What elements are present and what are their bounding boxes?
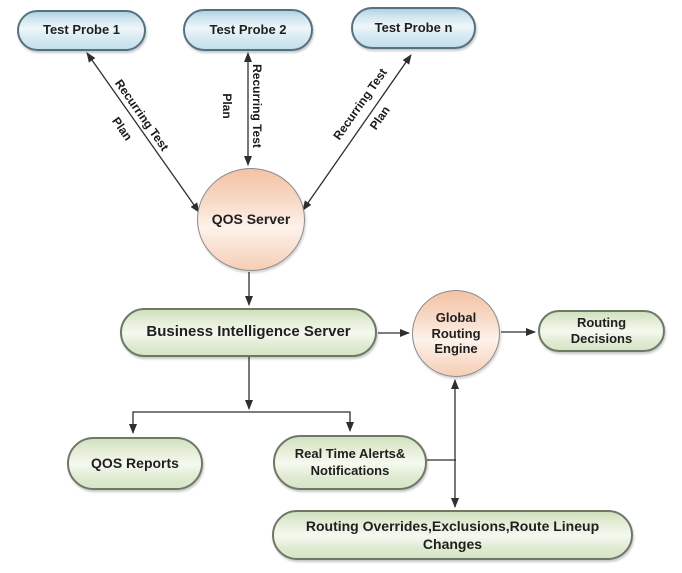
node-real-time-alerts: Real Time Alerts& Notifications <box>273 435 427 490</box>
node-global-routing-engine: Global Routing Engine <box>412 290 500 377</box>
edge-probe-n-qos-server <box>302 54 412 211</box>
edge-probe1-qos-server <box>86 52 200 213</box>
node-qos-reports-label: QOS Reports <box>91 454 179 471</box>
node-qos-server-label: QOS Server <box>211 210 291 227</box>
node-qos-server: QOS Server <box>197 168 305 271</box>
node-business-intelligence-server: Business Intelligence Server <box>120 308 377 357</box>
node-test-probe-2: Test Probe 2 <box>183 9 313 51</box>
node-routing-overrides: Routing Overrides,Exclusions,Route Lineu… <box>272 510 633 560</box>
node-global-routing-engine-label: Global Routing Engine <box>431 310 481 357</box>
edge-branch-to-reports-and-alerts <box>129 411 354 434</box>
node-real-time-alerts-label: Real Time Alerts& Notifications <box>294 445 406 478</box>
node-test-probe-n-label: Test Probe n <box>374 19 453 35</box>
node-qos-reports: QOS Reports <box>67 437 203 490</box>
node-business-intelligence-server-label: Business Intelligence Server <box>146 323 351 341</box>
node-routing-decisions-label: Routing Decisions <box>570 315 633 346</box>
node-routing-overrides-label: Routing Overrides,Exclusions,Route Lineu… <box>305 517 600 552</box>
edge-label-probe2-recurring-test-plan: Recurring Test Plan <box>220 64 264 148</box>
node-test-probe-1: Test Probe 1 <box>17 10 146 51</box>
node-test-probe-2-label: Test Probe 2 <box>209 21 287 37</box>
node-test-probe-n: Test Probe n <box>351 7 476 49</box>
node-test-probe-1-label: Test Probe 1 <box>42 22 121 38</box>
node-routing-decisions: Routing Decisions <box>538 310 665 352</box>
